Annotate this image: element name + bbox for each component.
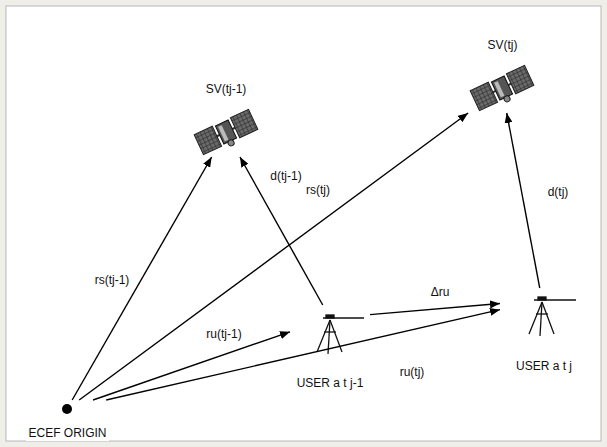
vector-label: ru(tj-1) [204, 327, 243, 341]
point-label: USER a t j [514, 359, 574, 374]
antenna-tripod [529, 297, 576, 336]
origin-dot [62, 404, 72, 414]
vector-endpoint: SV(tj) [455, 38, 550, 113]
vector-label: ru(tj) [398, 365, 427, 379]
vector-arrow [79, 113, 468, 400]
vector-endpoint: USER a t j-1 [290, 305, 370, 391]
point-label: USER a t j-1 [295, 376, 366, 391]
antenna-tripod [317, 315, 364, 354]
vector-arrow [93, 332, 290, 400]
vector-arrow [370, 304, 500, 315]
vector-arrow [72, 157, 211, 400]
point-label: ECEF ORIGIN [26, 426, 108, 441]
frame [6, 6, 601, 441]
vector-label: Δru [429, 285, 452, 299]
point-label: SV(tj-1) [204, 82, 249, 97]
vector-arrow [240, 157, 323, 305]
vector-label: d(tj) [546, 185, 571, 199]
vector-arrow [507, 113, 540, 288]
satellite-icon [194, 109, 259, 158]
vector-endpoint: ECEF ORIGIN [20, 400, 115, 441]
vector-label: rs(tj) [304, 183, 332, 197]
vector-endpoint: USER a t j [500, 288, 588, 374]
vector-arrow [106, 310, 500, 400]
vector-endpoint: SV(tj-1) [180, 82, 272, 157]
point-label: SV(tj) [486, 38, 520, 53]
vector-label: d(tj-1) [268, 169, 303, 183]
satellite-icon [470, 65, 535, 114]
vector-label: rs(tj-1) [93, 273, 132, 287]
